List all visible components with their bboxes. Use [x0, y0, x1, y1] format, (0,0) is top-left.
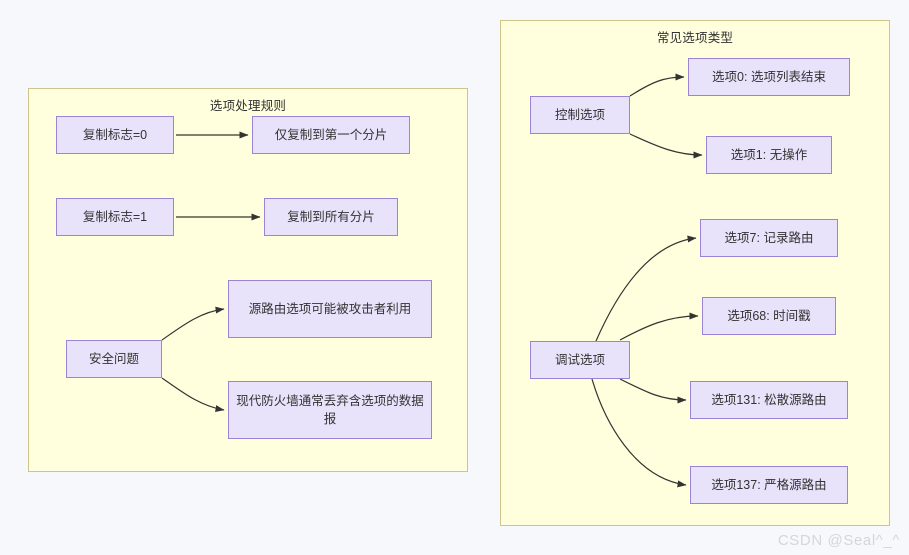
- node-label-copy-first-frag: 仅复制到第一个分片: [274, 127, 388, 142]
- node-control-options[interactable]: 控制选项: [530, 96, 630, 134]
- node-label-copy-flag-1: 复制标志=1: [82, 209, 148, 224]
- node-option-137[interactable]: 选项137: 严格源路由: [690, 466, 848, 504]
- node-debug-options[interactable]: 调试选项: [530, 341, 630, 379]
- node-option-68[interactable]: 选项68: 时间戳: [702, 297, 836, 335]
- node-copy-all-frags[interactable]: 复制到所有分片: [264, 198, 398, 236]
- node-security-issue[interactable]: 安全问题: [66, 340, 162, 378]
- node-label-option-1: 选项1: 无操作: [730, 147, 808, 162]
- node-label-copy-all-frags: 复制到所有分片: [287, 209, 375, 224]
- node-option-131[interactable]: 选项131: 松散源路由: [690, 381, 848, 419]
- node-label-firewall-drop: 现代防火墙通常丢弃含选项的数据报: [236, 393, 424, 426]
- node-option-0[interactable]: 选项0: 选项列表结束: [688, 58, 850, 96]
- node-firewall-drop[interactable]: 现代防火墙通常丢弃含选项的数据报: [228, 381, 432, 439]
- node-copy-first-frag[interactable]: 仅复制到第一个分片: [252, 116, 410, 154]
- watermark: CSDN @Seal^_^: [777, 532, 900, 549]
- node-label-option-68: 选项68: 时间戳: [727, 308, 811, 323]
- node-label-source-route-risk: 源路由选项可能被攻击者利用: [248, 301, 412, 316]
- panel-title-option-processing-rules: 选项处理规则: [209, 99, 287, 113]
- node-copy-flag-1[interactable]: 复制标志=1: [56, 198, 174, 236]
- node-label-option-0: 选项0: 选项列表结束: [712, 69, 826, 84]
- panel-title-common-option-types: 常见选项类型: [656, 31, 734, 45]
- node-label-debug-options: 调试选项: [554, 352, 605, 367]
- node-label-copy-flag-0: 复制标志=0: [82, 127, 148, 142]
- node-option-7[interactable]: 选项7: 记录路由: [700, 219, 838, 257]
- node-label-option-131: 选项131: 松散源路由: [711, 392, 827, 407]
- node-label-option-137: 选项137: 严格源路由: [711, 477, 827, 492]
- node-label-control-options: 控制选项: [554, 107, 605, 122]
- node-label-security-issue: 安全问题: [88, 351, 139, 366]
- node-source-route-risk[interactable]: 源路由选项可能被攻击者利用: [228, 280, 432, 338]
- node-option-1[interactable]: 选项1: 无操作: [706, 136, 832, 174]
- node-label-option-7: 选项7: 记录路由: [724, 230, 814, 245]
- node-copy-flag-0[interactable]: 复制标志=0: [56, 116, 174, 154]
